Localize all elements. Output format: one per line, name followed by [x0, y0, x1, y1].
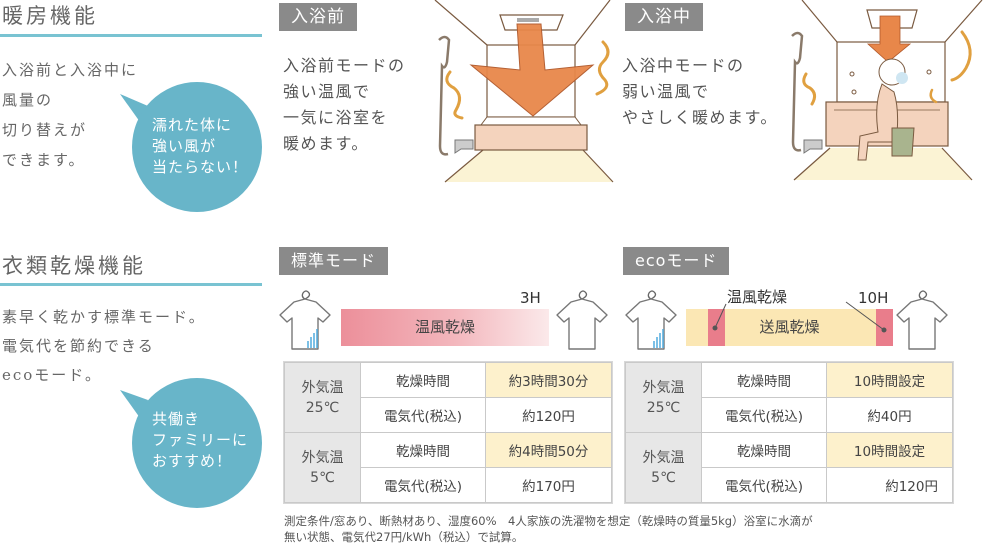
during-bath-description: 入浴中モードの 弱い温風で やさしく暖めます。 [622, 53, 778, 131]
mode-description-line: 一気に浴室を [283, 108, 389, 127]
table-row: 電気代(税込) 約40円 [626, 397, 953, 433]
drying-section-title: 衣類乾燥機能 [2, 254, 146, 278]
mode-description-line: 入浴中モードの [622, 56, 745, 75]
heating-title-rule [0, 34, 262, 37]
drying-description-line: 電気代を節約できる [2, 337, 155, 355]
drying-bubble-text: 共働き ファミリーに おすすめ！ [152, 409, 248, 472]
drying-speech-bubble [132, 378, 262, 508]
dry-shirt-icon [896, 290, 948, 350]
standard-duration-label: 3H [520, 289, 541, 307]
table-row: 電気代(税込) 約170円 [285, 467, 612, 503]
note-line: 無い状態、電気代27円/kWh（税込）で試算。 [284, 530, 524, 544]
electricity-cost-label: 電気代(税込) [701, 467, 827, 503]
tag-during-bath: 入浴中 [625, 3, 703, 31]
mode-description-line: 入浴前モードの [283, 56, 406, 75]
drying-time-value: 約4時間50分 [485, 432, 612, 468]
bubble-line: 強い風が [152, 137, 217, 155]
bathroom-strong-airflow-illustration [434, 0, 614, 183]
note-line: 測定条件/窓あり、断熱材あり、湿度60% 4人家族の洗濯物を想定（乾燥時の質量5… [284, 514, 813, 528]
heating-description-line: 切り替えが [2, 121, 88, 139]
mode-description-line: 強い温風で [283, 82, 371, 101]
heating-description: 入浴前と入浴中に 風量の 切り替えが できます。 [2, 55, 138, 175]
eco-duration-label: 10H [858, 289, 889, 307]
electricity-cost-value: 約170円 [485, 467, 612, 503]
electricity-cost-value: 約120円 [826, 467, 953, 503]
eco-warm-air-callout: 温風乾燥 [727, 288, 788, 306]
drying-time-label: 乾燥時間 [701, 362, 827, 398]
bathroom-gentle-airflow-illustration [791, 0, 983, 181]
drying-time-value: 10時間設定 [826, 362, 953, 398]
eco-bar-label: 送風乾燥 [759, 318, 820, 336]
eco-warm-segment-end [876, 309, 893, 346]
drying-description-line: ecoモード。 [2, 366, 103, 384]
tag-eco-mode: ecoモード [623, 247, 730, 275]
table-row: 電気代(税込) 約120円 [626, 467, 953, 503]
bubble-line: 共働き [152, 410, 201, 428]
drying-time-label: 乾燥時間 [360, 362, 486, 398]
tag-before-bath: 入浴前 [279, 3, 357, 31]
heating-description-line: できます。 [2, 151, 86, 169]
dry-shirt-icon [556, 290, 608, 350]
mode-description-line: やさしく暖めます。 [622, 108, 778, 127]
heating-speech-bubble [132, 82, 262, 212]
drying-time-value: 約3時間30分 [485, 362, 612, 398]
electricity-cost-value: 約40円 [826, 397, 953, 433]
standard-bar-label: 温風乾燥 [414, 318, 475, 336]
wet-shirt-icon [279, 290, 331, 350]
drying-description-line: 素早く乾かす標準モード。 [2, 308, 206, 326]
electricity-cost-label: 電気代(税込) [360, 397, 486, 433]
heating-bubble-text: 濡れた体に 強い風が 当たらない！ [152, 115, 248, 178]
mode-description-line: 弱い温風で [622, 82, 710, 101]
electricity-cost-value: 約120円 [485, 397, 612, 433]
table-row: 電気代(税込) 約120円 [285, 397, 612, 433]
bubble-line: 濡れた体に [152, 116, 233, 134]
drying-title-rule [0, 283, 262, 286]
bubble-line: おすすめ！ [152, 452, 233, 470]
electricity-cost-label: 電気代(税込) [360, 467, 486, 503]
drying-time-label: 乾燥時間 [360, 432, 486, 468]
heating-description-line: 風量の [2, 91, 54, 109]
eco-callout-lines [712, 301, 887, 333]
electricity-cost-label: 電気代(税込) [701, 397, 827, 433]
heating-description-line: 入浴前と入浴中に [2, 61, 139, 79]
mode-description-line: 暖めます。 [283, 134, 369, 153]
drying-description: 素早く乾かす標準モード。 電気代を節約できる ecoモード。 [2, 303, 206, 390]
drying-time-value: 10時間設定 [826, 432, 953, 468]
drying-time-label: 乾燥時間 [701, 432, 827, 468]
tag-standard-mode: 標準モード [279, 247, 389, 275]
before-bath-description: 入浴前モードの 強い温風で 一気に浴室を 暖めます。 [283, 53, 406, 157]
bubble-line: 当たらない！ [152, 158, 249, 176]
standard-warm-air-bar: 温風乾燥 [341, 309, 549, 346]
heating-section-title: 暖房機能 [2, 4, 98, 28]
measurement-conditions-note: 測定条件/窓あり、断熱材あり、湿度60% 4人家族の洗濯物を想定（乾燥時の質量5… [284, 513, 813, 545]
wet-shirt-icon [625, 290, 677, 350]
bubble-line: ファミリーに [152, 431, 249, 449]
